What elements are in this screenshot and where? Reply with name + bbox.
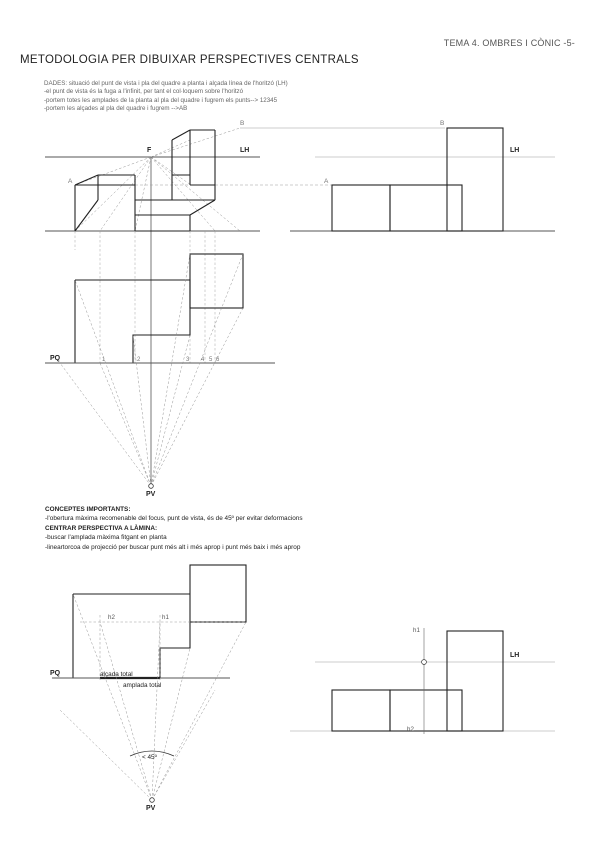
label-amplada-total: amplada total bbox=[123, 682, 161, 689]
sight-rays-bottom bbox=[59, 593, 247, 801]
elevation-solid-bottom bbox=[331, 630, 504, 732]
label-angle: < 45º bbox=[142, 754, 158, 761]
label-lh-elev: LH bbox=[510, 147, 519, 154]
label-pq: PQ bbox=[50, 355, 61, 362]
label-point-3: 3 bbox=[186, 357, 190, 363]
note-line-3: -portem totes les amplades de la planta … bbox=[44, 96, 278, 104]
label-altura-total: alçada total bbox=[100, 671, 133, 678]
label-pv-bottom: PV bbox=[146, 805, 156, 812]
label-h2-elev: h2 bbox=[407, 726, 414, 733]
horizon-marker bbox=[421, 659, 427, 665]
label-a-elev: A bbox=[324, 178, 329, 185]
label-lh-bottom: LH bbox=[510, 652, 519, 659]
note-line-4: -portem les alçades al pla del quadre i … bbox=[44, 104, 188, 112]
label-h1-elev: h1 bbox=[413, 627, 420, 634]
label-point-4: 4 bbox=[201, 357, 205, 363]
label-pv: PV bbox=[146, 491, 156, 498]
concept-item-2: CENTRAR PERSPECTIVA A LÀMINA: bbox=[45, 524, 158, 532]
label-lh: LH bbox=[240, 147, 249, 154]
concepts-heading: CONCEPTES IMPORTANTS: bbox=[45, 506, 131, 513]
viewpoint-marker bbox=[148, 483, 154, 489]
data-notes: DADES: situació del punt de vista i pla … bbox=[44, 80, 288, 113]
perspective-solid bbox=[74, 129, 216, 232]
label-point-2: 2 bbox=[137, 357, 141, 363]
elevation-solid bbox=[331, 127, 504, 232]
label-a: A bbox=[68, 178, 73, 185]
elevation-figure-bottom: LH h1 h2 bbox=[290, 627, 555, 734]
concept-item-1: -l'obertura màxima recomenable del focus… bbox=[45, 515, 303, 523]
concept-item-3: -buscar l'amplada màxima fitgant en plan… bbox=[45, 534, 167, 542]
vanishing-rays bbox=[74, 127, 241, 232]
label-f: F bbox=[147, 147, 152, 154]
note-line-1: DADES: situació del punt de vista i pla … bbox=[44, 80, 288, 87]
sight-rays bbox=[59, 253, 244, 487]
vertical-projectors bbox=[74, 231, 216, 363]
label-b: B bbox=[240, 120, 244, 127]
label-point-5: 5 bbox=[209, 357, 213, 363]
label-h1-plan: h1 bbox=[162, 614, 169, 621]
page-header-tag: TEMA 4. OMBRES I CÒNIC -5- bbox=[443, 38, 575, 48]
label-h2-plan: h2 bbox=[108, 614, 115, 621]
viewpoint-marker-bottom bbox=[149, 797, 155, 803]
concepts-block: CONCEPTES IMPORTANTS: -l'obertura màxima… bbox=[45, 505, 303, 552]
label-pq-bottom: PQ bbox=[50, 670, 61, 677]
perspective-figure: F LH A B PQ PV 1 2 3 4 5 6 bbox=[45, 120, 445, 498]
plan-figure-bottom: PQ PV h2 h1 alçada total amplada total <… bbox=[50, 564, 247, 812]
note-line-2: -el punt de vista és la fuga a l'infinit… bbox=[44, 88, 244, 96]
page-title: METODOLOGIA PER DIBUIXAR PERSPECTIVES CE… bbox=[20, 54, 359, 66]
angle-arc bbox=[129, 750, 175, 757]
label-b-elev: B bbox=[440, 120, 444, 127]
concept-item-4: -lineartorcoa de projecció per buscar pu… bbox=[45, 543, 301, 551]
elevation-figure-top: LH A B bbox=[290, 120, 555, 232]
label-point-6: 6 bbox=[216, 357, 220, 363]
label-point-1: 1 bbox=[102, 357, 106, 363]
